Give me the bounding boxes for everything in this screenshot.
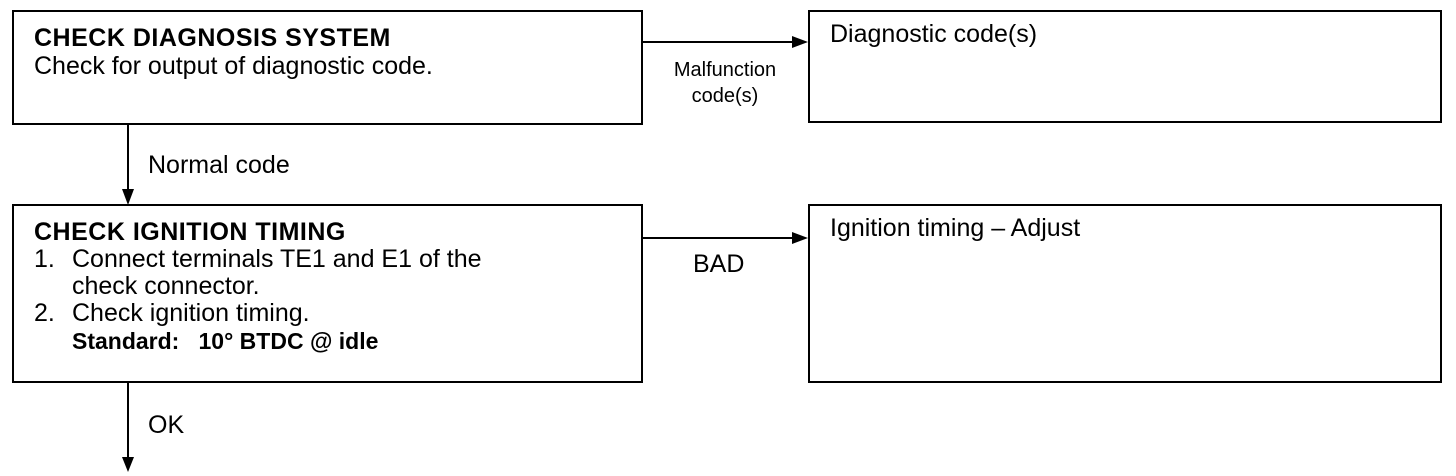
- check-ignition-timing-title: CHECK IGNITION TIMING: [34, 218, 346, 246]
- step-2-text: Check ignition timing.: [72, 299, 310, 327]
- step-1-continuation-text: check connector.: [72, 272, 260, 300]
- check-ignition-timing-box: CHECK IGNITION TIMING 1. Connect termina…: [12, 204, 643, 383]
- step-1-continuation: check connector.: [34, 273, 641, 300]
- arrow-ok-head: [122, 457, 134, 472]
- malfunction-label-line2: code(s): [691, 85, 759, 107]
- step-1: 1. Connect terminals TE1 and E1 of the: [34, 246, 641, 273]
- ok-label: OK: [148, 411, 185, 439]
- arrow-malfunction-head: [792, 36, 808, 48]
- step-2-number: 2.: [34, 299, 55, 327]
- malfunction-label: Malfunction code(s): [650, 57, 800, 109]
- arrow-bad-head: [792, 232, 808, 244]
- bad-label: BAD: [693, 250, 745, 278]
- check-diagnosis-system-title: CHECK DIAGNOSIS SYSTEM: [34, 24, 391, 52]
- normal-code-label: Normal code: [148, 151, 290, 179]
- arrow-normal-head: [122, 189, 134, 205]
- diagnostic-codes-box: Diagnostic code(s): [808, 10, 1442, 123]
- step-1-number: 1.: [34, 245, 55, 273]
- standard-spec: Standard: 10° BTDC @ idle: [72, 328, 379, 354]
- diagnostic-codes-text: Diagnostic code(s): [830, 20, 1038, 48]
- ignition-timing-adjust-text: Ignition timing – Adjust: [830, 214, 1081, 242]
- step-1-text: Connect terminals TE1 and E1 of the: [72, 245, 482, 273]
- malfunction-label-line1: Malfunction: [673, 59, 777, 81]
- check-diagnosis-system-box: CHECK DIAGNOSIS SYSTEM Check for output …: [12, 10, 643, 125]
- ignition-timing-adjust-box: Ignition timing – Adjust: [808, 204, 1442, 383]
- step-2: 2. Check ignition timing.: [34, 300, 641, 327]
- check-diagnosis-system-text: Check for output of diagnostic code.: [34, 52, 433, 80]
